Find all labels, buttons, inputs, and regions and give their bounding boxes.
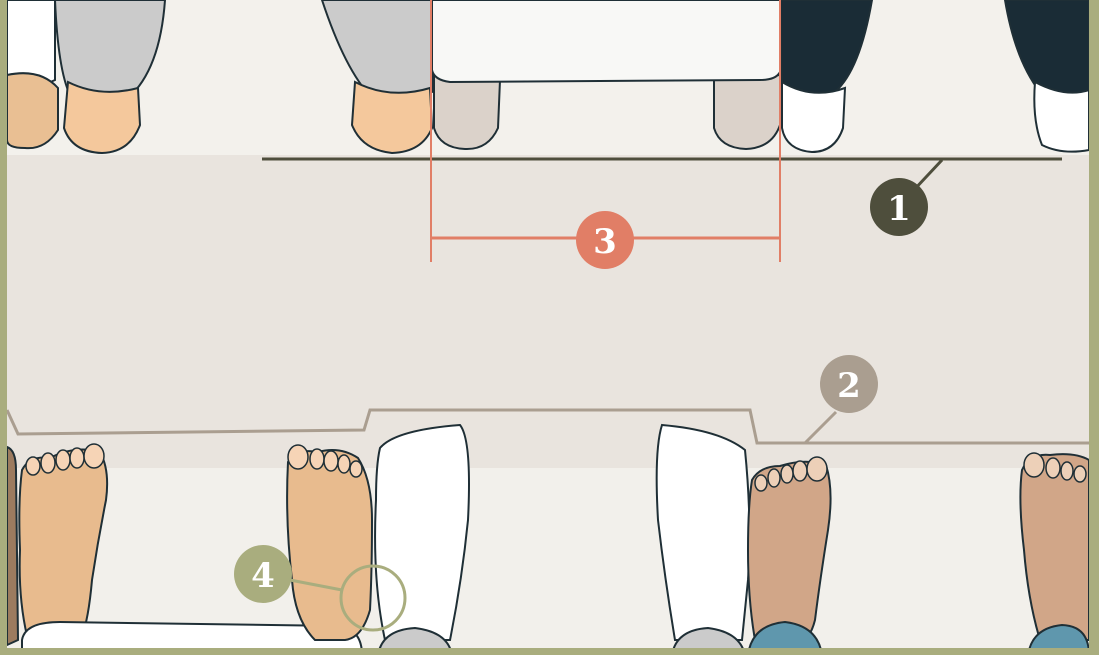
frame-right-edge xyxy=(1089,0,1099,655)
lower-bare-foot-2 xyxy=(287,445,372,640)
lower-person-far-left xyxy=(7,447,18,645)
frame-left-edge xyxy=(0,0,7,655)
callout-1-label: 1 xyxy=(887,189,911,229)
callout-2-label: 2 xyxy=(837,366,861,406)
frame-bottom-edge xyxy=(0,648,1099,655)
callout-4-label: 4 xyxy=(251,556,275,596)
callout-3-label: 3 xyxy=(593,222,617,262)
